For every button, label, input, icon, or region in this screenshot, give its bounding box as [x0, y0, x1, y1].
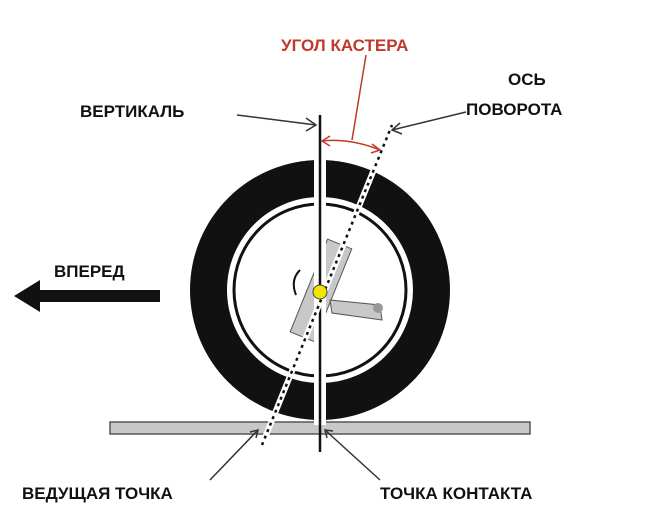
caster-angle-label: УГОЛ КАСТЕРА: [281, 36, 409, 55]
hub: [312, 284, 328, 300]
forward-label: ВПЕРЕД: [54, 262, 125, 281]
steering-axis-label-line2: ПОВОРОТА: [466, 100, 563, 119]
forward-arrow-icon: [14, 280, 160, 312]
steering-axis-label-line1: ОСЬ: [508, 70, 546, 89]
contact-point-label: ТОЧКА КОНТАКТА: [380, 484, 533, 503]
leading-point-label: ВЕДУЩАЯ ТОЧКА: [22, 484, 173, 503]
caster-arc: [321, 139, 381, 151]
vertical-label: ВЕРТИКАЛЬ: [80, 102, 185, 121]
control-arm: [329, 299, 383, 321]
